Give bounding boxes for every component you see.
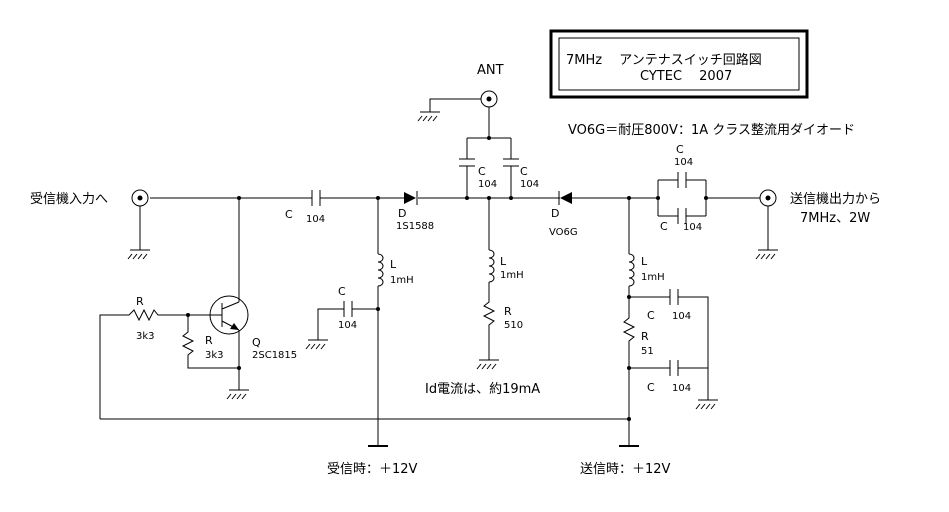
svg-text:104: 104 <box>674 157 693 168</box>
svg-text:1mH: 1mH <box>641 272 665 283</box>
tx-output-connector <box>755 189 778 260</box>
capacitor-c-in: C 104 <box>285 190 325 225</box>
svg-text:51: 51 <box>641 346 654 357</box>
svg-text:R: R <box>136 295 144 308</box>
tx-output-label: 送信機出力から <box>790 192 881 207</box>
svg-text:L: L <box>641 255 648 268</box>
svg-text:3k3: 3k3 <box>205 350 224 361</box>
transistor-section: R 3k3 R 3k3 Q 2SC1815 <box>99 198 297 419</box>
svg-text:104: 104 <box>683 222 702 233</box>
antenna-connector <box>417 90 511 140</box>
svg-text:C: C <box>478 165 486 178</box>
antenna-capacitors: C 104 C 104 <box>459 138 539 198</box>
svg-text:L: L <box>390 258 397 271</box>
rx-branch: L 1mH C 104 <box>305 198 414 447</box>
diode-vo6g: D VO6G <box>549 191 578 238</box>
svg-text:C: C <box>647 309 655 322</box>
svg-text:104: 104 <box>306 214 325 225</box>
svg-text:C: C <box>285 208 293 221</box>
diode-note: VO6G＝耐圧800V：1A クラス整流用ダイオード <box>568 123 855 138</box>
svg-text:R: R <box>504 305 512 318</box>
svg-text:104: 104 <box>520 179 539 190</box>
title-box: 7MHz アンテナスイッチ回路図 CYTEC 2007 <box>549 29 809 99</box>
svg-text:Q: Q <box>252 336 261 349</box>
output-capacitors: C 104 C 104 <box>657 143 707 233</box>
svg-text:VO6G: VO6G <box>549 227 578 238</box>
rx-input-label: 受信機入力へ <box>30 192 108 207</box>
svg-text:R: R <box>205 334 213 347</box>
svg-text:L: L <box>500 255 507 268</box>
title-line-2: CYTEC 2007 <box>640 69 732 84</box>
svg-text:3k3: 3k3 <box>136 331 155 342</box>
svg-text:1mH: 1mH <box>500 270 524 281</box>
svg-text:2SC1815: 2SC1815 <box>252 350 297 361</box>
svg-text:C: C <box>338 285 346 298</box>
svg-text:104: 104 <box>672 311 691 322</box>
current-note: Id電流は、約19mA <box>425 382 540 397</box>
svg-text:1S1588: 1S1588 <box>396 221 434 232</box>
tx-supply-label: 送信時：＋12V <box>580 462 671 477</box>
svg-text:C: C <box>520 165 528 178</box>
svg-text:510: 510 <box>504 320 523 331</box>
svg-text:C: C <box>660 220 668 233</box>
rx-input-connector <box>127 189 150 260</box>
svg-text:104: 104 <box>478 179 497 190</box>
tx-output-sub: 7MHz、2W <box>800 211 870 226</box>
svg-text:1mH: 1mH <box>390 275 414 286</box>
svg-text:D: D <box>551 207 559 220</box>
svg-text:104: 104 <box>338 320 357 331</box>
svg-text:D: D <box>398 207 406 220</box>
center-branch: L 1mH R 510 <box>476 198 524 370</box>
ant-label: ANT <box>477 63 504 78</box>
svg-text:R: R <box>641 330 649 343</box>
svg-text:104: 104 <box>672 383 691 394</box>
svg-text:C: C <box>647 381 655 394</box>
tx-branch: L 1mH R 51 C 104 C 104 <box>619 198 718 447</box>
title-line-1: 7MHz アンテナスイッチ回路図 <box>566 52 762 68</box>
svg-text:C: C <box>676 143 684 156</box>
diode-1s1588: D 1S1588 <box>396 191 434 232</box>
rx-supply-label: 受信時：＋12V <box>327 462 418 477</box>
